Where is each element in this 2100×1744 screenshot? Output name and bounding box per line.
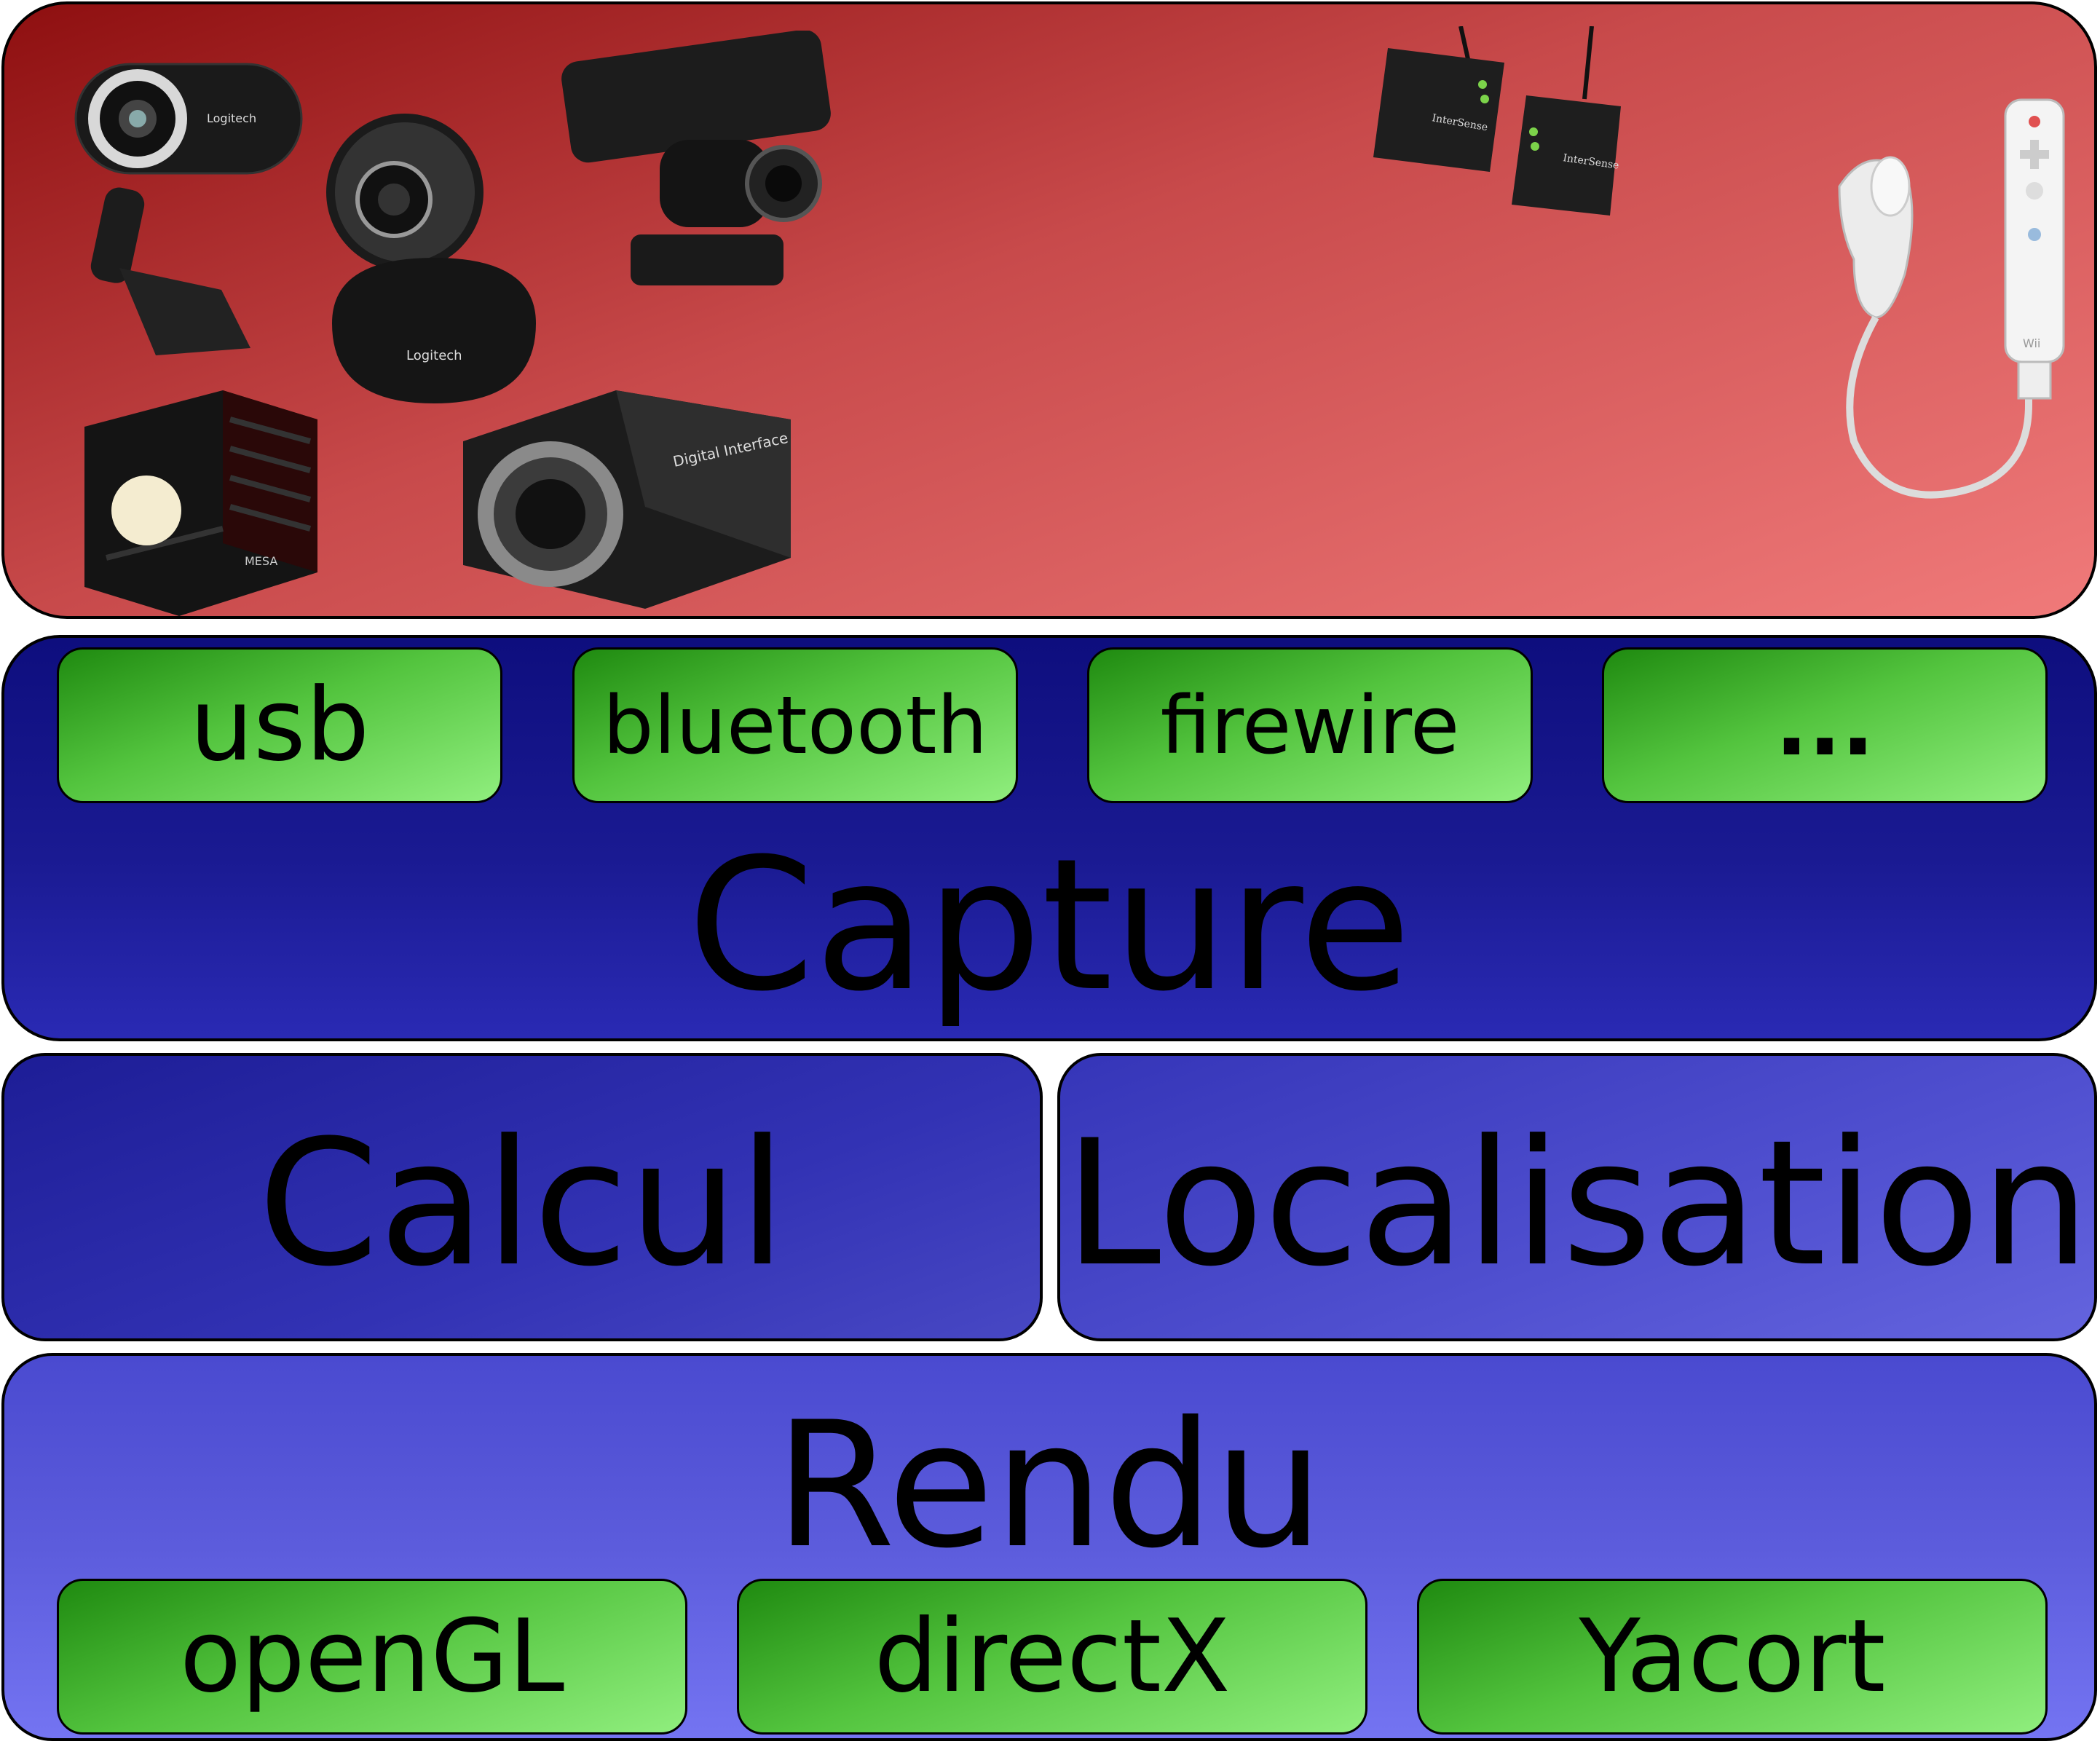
engine-yacort-chip: Yacort bbox=[1417, 1579, 2048, 1735]
interface-more-chip: ... bbox=[1602, 647, 2048, 803]
localisation-title: Localisation bbox=[1064, 1103, 2091, 1305]
ps-eye-camera-icon bbox=[561, 31, 831, 285]
firewire-camera-icon: Digital Interface bbox=[463, 390, 791, 609]
engine-directx-chip: directX bbox=[737, 1579, 1367, 1735]
intersense-receiver-icon: InterSense bbox=[1373, 26, 1504, 172]
devices-panel: Logitech Logitech MESA Digi bbox=[1, 1, 2097, 619]
intersense-sensor-icon: InterSense bbox=[1512, 26, 1621, 216]
calcul-panel: Calcul bbox=[1, 1053, 1043, 1341]
device-label: Logitech bbox=[406, 348, 462, 363]
webcam-orbit-icon: Logitech bbox=[326, 114, 536, 403]
device-label: MESA bbox=[245, 554, 277, 568]
wii-nunchuk-icon bbox=[1838, 156, 2032, 499]
device-label: Wii bbox=[2023, 336, 2040, 350]
interface-firewire-chip: firewire bbox=[1087, 647, 1533, 803]
calcul-title: Calcul bbox=[258, 1103, 786, 1305]
capture-panel: usb bluetooth firewire ... Capture bbox=[1, 635, 2097, 1041]
rendu-panel: Rendu openGL directX Yacort bbox=[1, 1353, 2097, 1741]
engine-opengl-chip: openGL bbox=[57, 1579, 687, 1735]
interface-usb-chip: usb bbox=[57, 647, 502, 803]
tof-camera-icon: MESA bbox=[84, 390, 317, 616]
webcam-icon: Logitech bbox=[74, 63, 303, 355]
capture-title: Capture bbox=[687, 819, 1412, 1031]
interface-bluetooth-chip: bluetooth bbox=[572, 647, 1018, 803]
wii-remote-icon: Wii bbox=[2004, 98, 2065, 400]
rendu-title: Rendu bbox=[775, 1385, 1324, 1587]
device-label: Logitech bbox=[207, 111, 256, 125]
localisation-panel: Localisation bbox=[1057, 1053, 2097, 1341]
